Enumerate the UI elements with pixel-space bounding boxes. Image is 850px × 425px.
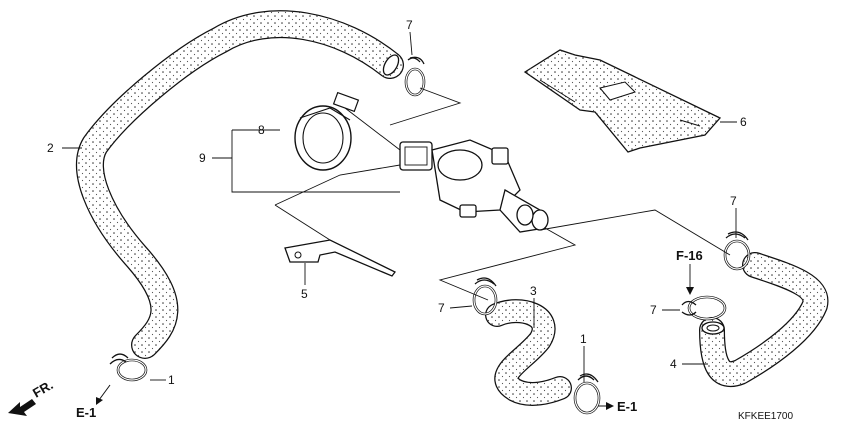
clamp-7-right: [723, 231, 751, 271]
callout-3: 3: [530, 284, 537, 298]
callout-1-right: 1: [580, 332, 587, 346]
callout-1-left: 1: [168, 373, 175, 387]
reference-e1-right: E-1: [617, 399, 637, 414]
air-injection-valve-9: [399, 139, 549, 233]
callout-7-lower-right: 7: [650, 303, 657, 317]
front-label: FR.: [30, 377, 56, 400]
leader-lines: [62, 31, 737, 382]
clamp-1-right: [573, 373, 601, 415]
cover-plate-6: [523, 49, 722, 153]
reference-arrows: [96, 287, 694, 410]
hose-3: [485, 299, 572, 406]
band-clamp-8: [294, 91, 360, 171]
reference-f16: F-16: [676, 248, 703, 263]
clamp-7-lower-right: [681, 295, 727, 321]
callout-8: 8: [258, 123, 265, 137]
clamp-7-middle: [472, 277, 498, 316]
hose-4: [699, 252, 829, 387]
callout-9: 9: [199, 151, 206, 165]
reference-e1-left: E-1: [76, 405, 96, 420]
callout-5: 5: [301, 287, 308, 301]
callout-7-top: 7: [406, 18, 413, 32]
clamp-1-left: [109, 353, 148, 382]
assembly-lines: [274, 87, 731, 301]
hose-2: [76, 10, 404, 359]
clamp-7-top: [404, 56, 426, 97]
callout-2: 2: [47, 141, 54, 155]
callout-7-middle: 7: [438, 301, 445, 315]
callout-4: 4: [670, 357, 677, 371]
callout-6: 6: [740, 115, 747, 129]
front-arrow-icon: [8, 399, 36, 416]
bracket-5: [284, 239, 396, 277]
diagram-code: KFKEE1700: [738, 411, 793, 422]
callout-7-right: 7: [730, 194, 737, 208]
